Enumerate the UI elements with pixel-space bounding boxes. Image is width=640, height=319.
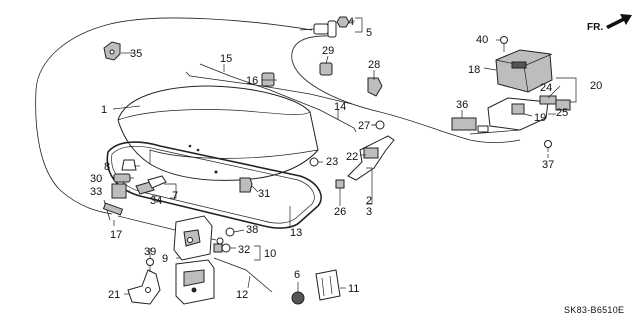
trunk-lock-body [175,259,215,305]
callout-labels: 1 2 3 4 5 6 7 8 9 10 11 12 13 14 15 16 1… [90,16,602,301]
cover-11 [315,269,341,301]
callout-31: 31 [258,188,270,200]
callout-3: 3 [366,206,372,218]
torsion-bar-lower [199,63,357,133]
trunk-lid [117,85,319,181]
callout-38: 38 [246,224,258,236]
cable-long-loop [35,17,313,215]
callout-27: 27 [358,120,370,132]
diagram-code: SK83-B6510E [564,305,624,315]
callout-28: 28 [368,59,380,71]
lock-rod-12 [213,257,273,293]
grommet-6 [291,291,305,305]
callout-36: 36 [456,99,468,111]
washer-23 [309,157,319,167]
callout-14: 14 [334,101,346,113]
callout-9: 9 [162,253,168,265]
latch-plate-7 [147,175,167,189]
callout-33: 33 [90,186,102,198]
callout-39: 39 [144,246,156,258]
grommet-29 [319,62,333,76]
callout-18: 18 [468,64,480,76]
nut-icon [336,16,350,28]
callout-2: 2 [366,195,372,207]
callout-23: 23 [326,156,338,168]
callout-7: 7 [172,190,178,202]
bolt-39 [146,258,154,272]
callout-35: 35 [130,48,142,60]
bolt-37 [544,140,552,152]
callout-16: 16 [246,75,258,87]
bracket-28 [367,77,383,97]
cable-end-fitting [299,20,337,38]
bracket-33 [111,183,127,199]
leader-lines [112,17,577,295]
callout-21: 21 [108,289,120,301]
callout-11: 11 [348,283,359,295]
callout-10: 10 [264,248,276,260]
callout-6: 6 [294,269,300,281]
callout-22: 22 [346,151,358,163]
callout-4: 4 [348,16,354,28]
bolt-40 [500,36,508,52]
release-cable [291,35,521,144]
hinge-bracket-22 [363,147,379,159]
callout-24: 24 [540,82,552,94]
striker-31 [239,177,253,193]
callout-29: 29 [322,45,334,57]
clip-30 [113,173,131,183]
callout-17: 17 [110,229,122,241]
bolt-26 [335,179,345,198]
front-direction-label: FR. [587,22,603,33]
callout-12: 12 [236,289,248,301]
latch-bracket-21 [127,269,161,305]
bolt-38 [225,227,235,237]
weatherstrip-inner-line [111,146,315,224]
callout-1: 1 [101,104,107,116]
cylinder-32 [213,243,231,253]
pad-36 [451,117,477,131]
bracket-34 [135,181,155,195]
callout-37: 37 [542,159,554,171]
callout-40: 40 [476,34,488,46]
callout-8: 8 [104,161,110,173]
clip-35 [103,41,121,61]
callout-20: 20 [590,80,602,92]
front-direction-indicator: FR. [587,14,632,33]
clip-16 [261,72,275,87]
callout-32: 32 [238,244,250,256]
bumper-8 [121,159,137,171]
callout-34: 34 [150,195,162,207]
latch-bracket-assembly [469,95,571,135]
lock-rod-17 [102,199,224,245]
torsion-bar-upper [185,71,353,105]
callout-26: 26 [334,206,346,218]
trunk-latch-9 [173,215,213,261]
front-arrow-icon [606,14,632,29]
callout-15: 15 [220,53,232,65]
trunk-opener-actuator [495,49,553,93]
callout-25: 25 [556,107,568,119]
callout-19: 19 [534,112,546,124]
callout-30: 30 [90,173,102,185]
callout-5: 5 [366,27,372,39]
callout-13: 13 [290,227,302,239]
